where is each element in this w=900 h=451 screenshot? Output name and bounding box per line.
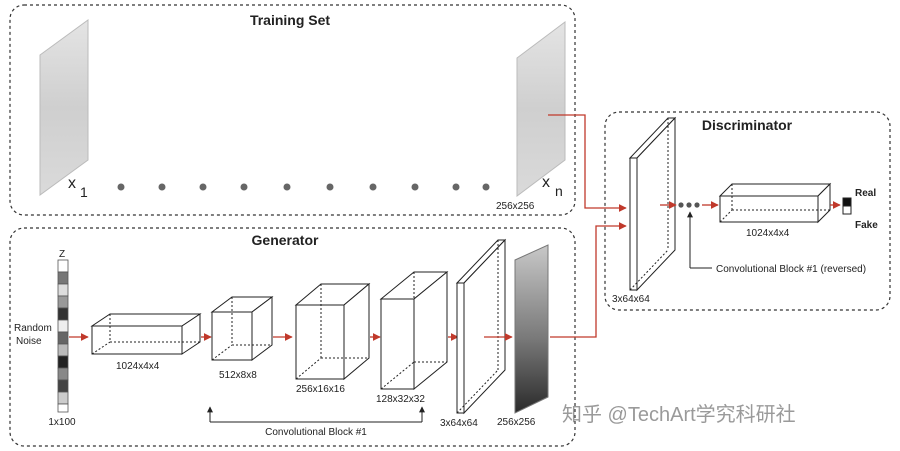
xn-subscript: n — [555, 183, 563, 199]
generated-image — [514, 244, 549, 414]
training-set-title: Training Set — [250, 12, 330, 28]
disc-input-slab — [628, 116, 677, 292]
discriminator-title: Discriminator — [702, 117, 793, 133]
disc-conv-pointer — [687, 211, 712, 269]
xn-label: x — [542, 174, 550, 191]
gen-block-1-size: 1024x4x4 — [116, 361, 160, 372]
real-fake-output — [842, 197, 852, 215]
gen-block-3x64x64 — [455, 238, 507, 415]
noise-axis-label: Z — [59, 249, 65, 260]
connectors-to-discriminator — [548, 114, 627, 338]
conv-block-label: Convolutional Block #1 — [265, 427, 367, 438]
gen-block-3-size: 256x16x16 — [296, 384, 345, 395]
real-label: Real — [855, 188, 876, 199]
gen-block-5-size: 3x64x64 — [440, 418, 478, 429]
training-image-last — [516, 21, 566, 197]
noise-size-label: 1x100 — [48, 417, 76, 428]
disc-block-size: 1024x4x4 — [746, 228, 790, 239]
x1-subscript: 1 — [80, 184, 88, 200]
generator-panel: Generator Z Random Noise 1x100 — [9, 227, 576, 447]
gen-block-128x32x32 — [379, 270, 449, 391]
training-set-panel: Training Set x 1 x n 256x256 — [9, 4, 576, 216]
disc-input-size: 3x64x64 — [612, 294, 650, 305]
discriminator-panel: Discriminator 3x64x64 Convolutional Bloc… — [604, 111, 891, 311]
conv-block-bracket — [207, 406, 425, 423]
fake-label: Fake — [855, 220, 878, 231]
gen-block-4-size: 128x32x32 — [376, 394, 425, 405]
watermark: 知乎 @TechArt学究科研社 — [562, 403, 796, 426]
training-image-size: 256x256 — [496, 201, 535, 212]
ellipsis-dots — [117, 183, 490, 191]
gen-block-512x8x8 — [210, 296, 274, 361]
x1-label: x — [68, 175, 76, 192]
noise-label-random: Random — [14, 323, 52, 334]
generated-image-size: 256x256 — [497, 417, 536, 428]
noise-label-noise: Noise — [16, 336, 42, 347]
noise-vector — [57, 259, 69, 413]
gen-block-2-size: 512x8x8 — [219, 370, 257, 381]
disc-block-1024x4x4 — [718, 182, 832, 224]
gen-block-256x16x16 — [294, 282, 371, 381]
disc-dots — [678, 202, 700, 208]
gen-block-1024x4x4 — [90, 313, 202, 355]
disc-conv-label: Convolutional Block #1 (reversed) — [716, 264, 866, 275]
generator-title: Generator — [252, 232, 319, 248]
training-image-first — [39, 19, 89, 196]
